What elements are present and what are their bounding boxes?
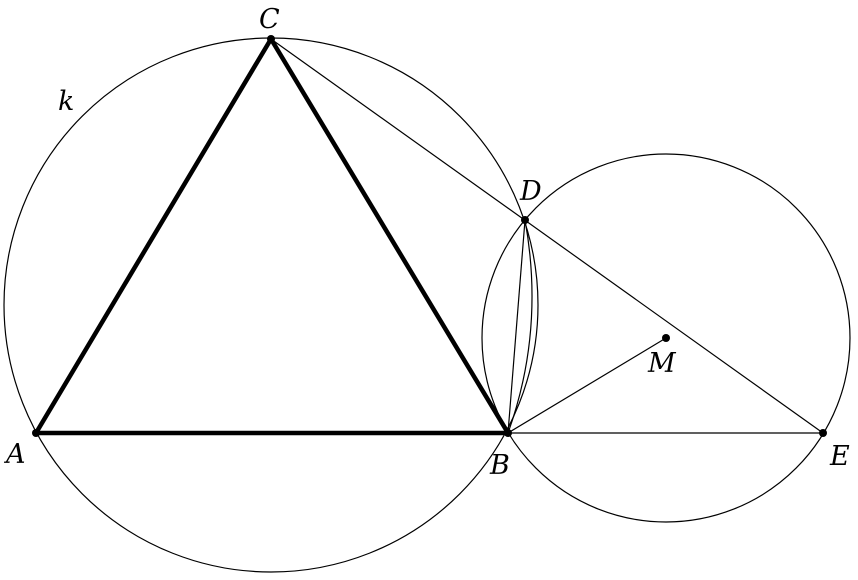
point-m [662, 334, 670, 342]
arc-bd [507, 219, 533, 434]
label-e: E [829, 441, 850, 472]
label-a: A [3, 439, 26, 470]
point-a [32, 429, 40, 437]
label-c: C [259, 4, 280, 35]
label-k: k [58, 86, 74, 117]
triangle-abc [33, 36, 511, 436]
label-d: D [519, 176, 542, 207]
label-m: M [647, 348, 677, 379]
point-d [521, 216, 529, 224]
circle-m [481, 153, 851, 523]
circle-k [3, 37, 539, 573]
point-c [267, 35, 275, 43]
point-e [819, 429, 827, 437]
segment-bd [507, 219, 526, 434]
segment-ce [270, 38, 824, 434]
label-b: B [489, 450, 510, 481]
point-b [504, 429, 512, 437]
segment-bm [507, 337, 667, 434]
